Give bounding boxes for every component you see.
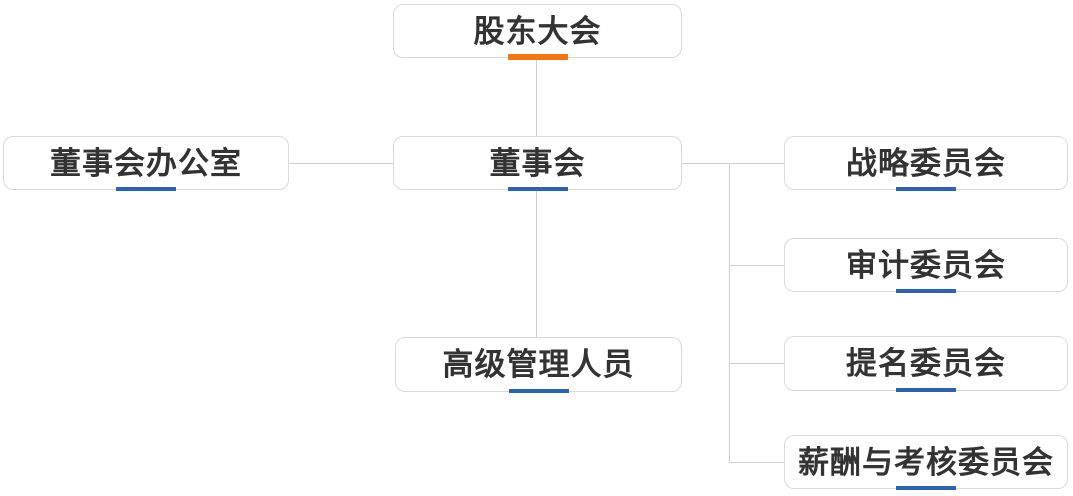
accent-underline-blue	[896, 187, 956, 191]
node-strategy-committee-label: 战略委员会	[846, 145, 1006, 181]
connector-shareholders-to-board	[536, 58, 537, 136]
node-senior-management-label: 高级管理人员	[442, 347, 635, 382]
node-strategy-committee: 战略委员会	[784, 136, 1068, 191]
accent-underline-blue	[896, 388, 956, 392]
node-board-of-directors-label: 董事会	[489, 145, 586, 181]
connector-trunk-to-remuneration	[729, 462, 784, 463]
accent-underline-blue	[507, 187, 568, 191]
connector-board-to-strategy	[682, 163, 784, 164]
accent-underline-blue	[896, 486, 956, 490]
connector-committee-trunk	[729, 163, 730, 462]
connector-board-to-senior-management	[536, 190, 537, 337]
node-remuneration-committee: 薪酬与考核委员会	[784, 435, 1068, 490]
node-audit-committee-label: 审计委员会	[846, 247, 1006, 283]
connector-trunk-to-audit	[729, 265, 784, 266]
connector-trunk-to-nomination	[729, 363, 784, 364]
node-shareholders-meeting-label: 股东大会	[473, 13, 602, 49]
node-shareholders-meeting: 股东大会	[393, 4, 682, 60]
accent-underline-blue	[508, 389, 569, 393]
node-remuneration-committee-label: 薪酬与考核委员会	[798, 444, 1054, 480]
accent-underline-blue	[896, 289, 956, 293]
node-nomination-committee-label: 提名委员会	[846, 346, 1006, 381]
node-audit-committee: 审计委员会	[784, 238, 1068, 293]
node-board-office-label: 董事会办公室	[50, 145, 242, 181]
node-senior-management: 高级管理人员	[395, 337, 682, 393]
accent-underline-blue	[116, 187, 176, 191]
node-board-of-directors: 董事会	[393, 136, 682, 191]
node-board-office: 董事会办公室	[3, 136, 289, 191]
accent-underline-orange	[507, 54, 568, 60]
node-nomination-committee: 提名委员会	[784, 336, 1068, 392]
connector-office-to-board	[289, 163, 393, 164]
